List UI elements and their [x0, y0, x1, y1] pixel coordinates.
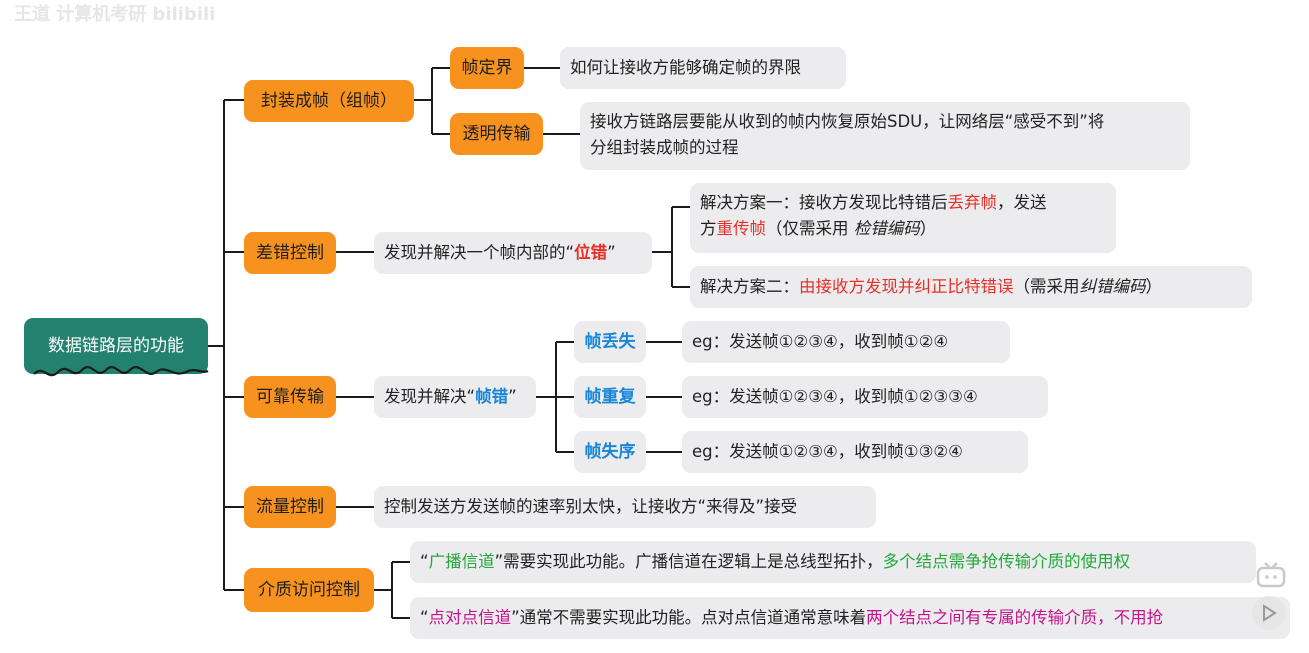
p2p-key: 点对点信道 — [428, 607, 512, 627]
flow-desc-text: 控制发送方发送帧的速率别太快，让接收方“来得及”接受 — [384, 496, 798, 516]
node-frame-duplicate: 帧重复 — [574, 376, 646, 418]
sol2-p1-mid: （需采用 — [1013, 276, 1080, 296]
node-frame-boundary-label: 帧定界 — [461, 57, 513, 78]
error-mid-suffix: ” — [607, 242, 616, 262]
node-transparent: 透明传输 — [450, 113, 543, 155]
bc-quote-close: ” — [494, 551, 504, 571]
reliable-mid-prefix: 发现并解决“ — [384, 386, 476, 406]
leaf-transparent-line1: 接收方链路层要能从收到的帧内恢复原始SDU，让网络层“感受不到”将 — [590, 112, 1105, 131]
link-reliable-split — [536, 341, 574, 453]
sol1-p1: 解决方案一：接收方发现比特错后 — [700, 193, 948, 212]
sol2-p1: 解决方案二： — [700, 276, 799, 296]
p2p-end: 两个结点之间有专属的传输介质，不用抢 — [866, 607, 1164, 627]
leaf-error-solution-1: 解决方案一：接收方发现比特错后丢弃帧，发送 方重传帧（仅需采用 检错编码） — [690, 183, 1116, 253]
bc-end: 多个结点需争抢传输介质的使用权 — [882, 551, 1131, 571]
bc-key: 广播信道 — [428, 551, 495, 571]
leaf-frame-order-eg: eg：发送帧①②③④，收到帧①③②④ — [682, 431, 1028, 473]
branch-flow-label: 流量控制 — [256, 496, 324, 517]
reliable-mid-suffix: ” — [508, 386, 517, 406]
branch-error-control: 差错控制 — [244, 232, 336, 274]
leaf-transparent-desc: 接收方链路层要能从收到的帧内恢复原始SDU，让网络层“感受不到”将 分组封装成帧… — [580, 102, 1190, 170]
sol1-line1: 解决方案一：接收方发现比特错后丢弃帧，发送 — [700, 190, 1106, 216]
frame-lost-eg-text: eg：发送帧①②③④，收到帧①②④ — [692, 331, 949, 351]
leaf-broadcast-channel: “广播信道”需要实现此功能。广播信道在逻辑上是总线型拓扑，多个结点需争抢传输介质… — [410, 541, 1256, 583]
p2p-quote-open: “ — [420, 607, 429, 627]
leaf-frame-boundary-desc: 如何让接收方能够确定帧的界限 — [560, 47, 846, 89]
bc-mid: 需要实现此功能。广播信道在逻辑上是总线型拓扑， — [503, 551, 883, 571]
branch-error-control-label: 差错控制 — [256, 242, 324, 263]
leaf-transparent-line2: 分组封装成帧的过程 — [590, 138, 739, 158]
sol1-p2-italic: 检错编码 — [853, 219, 920, 239]
leaf-frame-lost-eg: eg：发送帧①②③④，收到帧①②④ — [682, 321, 1010, 363]
branch-medium-access-control: 介质访问控制 — [244, 568, 374, 612]
sol2-p1-italic: 纠错编码 — [1079, 276, 1146, 296]
node-transparent-label: 透明传输 — [462, 123, 531, 144]
branch-mac-label: 介质访问控制 — [258, 579, 360, 600]
node-frame-lost-label: 帧丢失 — [584, 331, 636, 352]
reliable-mid-key: 帧错 — [475, 386, 509, 406]
branch-reliable-label: 可靠传输 — [256, 386, 324, 407]
link-mac-split — [374, 561, 410, 619]
branch-reliable-transmission: 可靠传输 — [244, 376, 336, 418]
sol1-p2-start: 方 — [700, 219, 717, 239]
branch-encapsulation-label: 封装成帧（组帧） — [261, 90, 397, 111]
node-frame-duplicate-label: 帧重复 — [584, 386, 636, 407]
node-frame-lost: 帧丢失 — [574, 321, 646, 363]
leaf-reliable-mid: 发现并解决“帧错” — [374, 376, 536, 418]
root-node: 数据链路层的功能 — [24, 318, 208, 374]
sol1-p1-end: ，发送 — [997, 193, 1047, 212]
p2p-quote-close: ” — [511, 607, 520, 627]
play-button[interactable] — [1252, 596, 1286, 630]
sol1-p2-red: 重传帧 — [716, 219, 767, 239]
leaf-error-solution-2: 解决方案二：由接收方发现并纠正比特错误（需采用 纠错编码） — [690, 266, 1252, 308]
branch-flow-control: 流量控制 — [244, 486, 336, 528]
tv-icon — [1256, 562, 1286, 588]
link-encap-split — [414, 67, 450, 135]
leaf-frame-boundary-text: 如何让接收方能够确定帧的界限 — [570, 57, 801, 77]
node-frame-boundary: 帧定界 — [450, 47, 524, 89]
squiggle-underline — [33, 366, 209, 377]
link-error-split — [652, 206, 690, 288]
sol2-p1-red: 由接收方发现并纠正比特错误 — [799, 276, 1014, 296]
leaf-frame-duplicate-eg: eg：发送帧①②③④，收到帧①②③③④ — [682, 376, 1048, 418]
error-mid-key: 位错 — [574, 242, 608, 262]
play-icon — [1263, 604, 1277, 622]
sol2-p1-end: ） — [1145, 276, 1163, 296]
branch-encapsulation: 封装成帧（组帧） — [244, 80, 414, 122]
frame-duplicate-eg-text: eg：发送帧①②③④，收到帧①②③③④ — [692, 386, 978, 406]
sol1-p2-end: ） — [919, 219, 937, 239]
p2p-mid: 通常不需要实现此功能。点对点信道通常意味着 — [519, 607, 867, 627]
leaf-point-to-point-channel: “点对点信道”通常不需要实现此功能。点对点信道通常意味着两个结点之间有专属的传输… — [410, 597, 1290, 639]
node-frame-order-label: 帧失序 — [584, 441, 636, 462]
sol1-p1-red: 丢弃帧 — [947, 193, 998, 212]
root-label: 数据链路层的功能 — [48, 335, 184, 356]
sol1-line2: 方重传帧（仅需采用 检错编码） — [700, 216, 1106, 242]
node-frame-out-of-order: 帧失序 — [574, 431, 646, 473]
leaf-error-mid: 发现并解决一个帧内部的“位错” — [374, 232, 652, 274]
frame-order-eg-text: eg：发送帧①②③④，收到帧①③②④ — [692, 441, 963, 461]
sol1-p2-mid: （仅需采用 — [766, 219, 854, 239]
error-mid-prefix: 发现并解决一个帧内部的“ — [384, 242, 575, 262]
watermark: 王道 计算机考研 bilibili — [14, 4, 216, 25]
bc-quote-open: “ — [420, 551, 429, 571]
leaf-flow-desc: 控制发送方发送帧的速率别太快，让接收方“来得及”接受 — [374, 486, 876, 528]
